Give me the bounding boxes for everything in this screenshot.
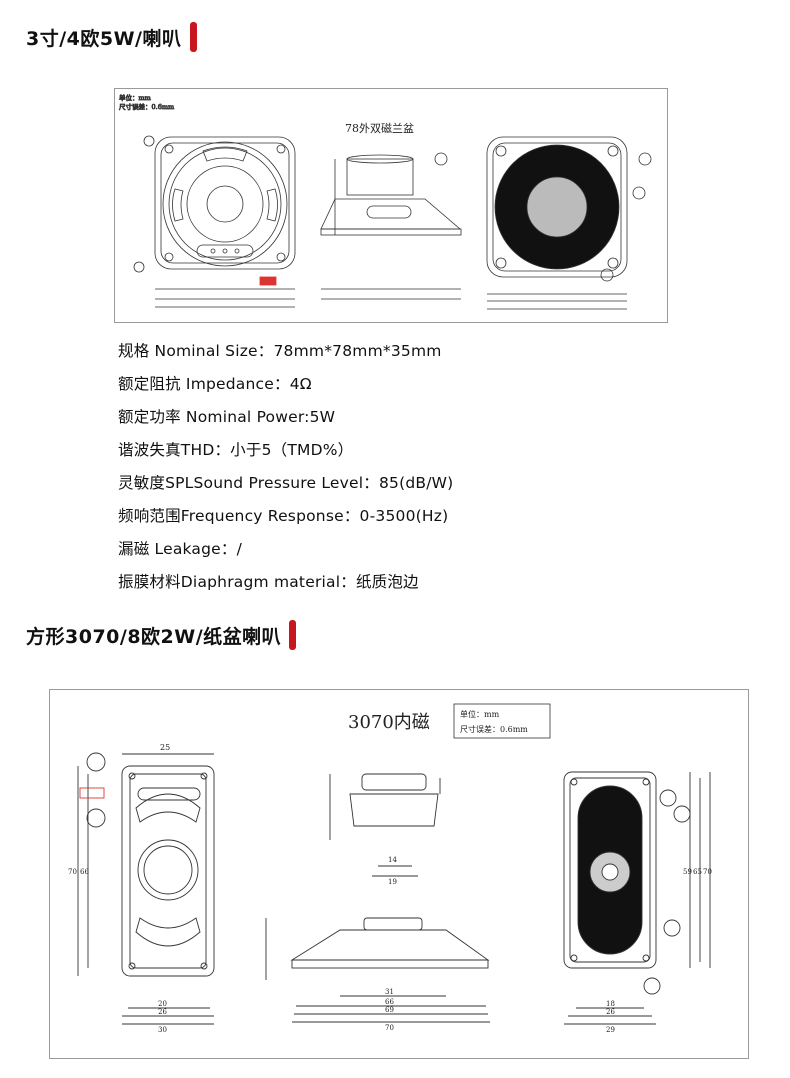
spec-item-thd: 谐波失真THD：小于5（TMD%）	[118, 441, 354, 459]
back-view	[486, 136, 652, 310]
spec-item-power: 额定功率 Nominal Power:5W	[118, 408, 336, 426]
front-view	[133, 135, 296, 308]
section-heading-2: 方形3070/8欧2W/纸盆喇叭	[26, 620, 297, 650]
section-heading-1: 3寸/4欧5W/喇叭	[26, 22, 197, 52]
drawing-title: 3070内磁	[348, 712, 430, 733]
tolerance-label: 尺寸误差：0.6mm	[119, 102, 174, 111]
front-view-3070: 25 70 66 20 26 30	[68, 743, 215, 1034]
svg-text:30: 30	[158, 1026, 167, 1034]
spec-item-spl: 灵敏度SPLSound Pressure Level：85(dB/W)	[118, 474, 454, 492]
spec-item-frequency: 频响范围Frequency Response：0-3500(Hz)	[118, 507, 449, 525]
technical-drawing-78: 单位：mm 尺寸误差：0.6mm 78外双磁兰盆	[114, 88, 668, 323]
svg-text:70: 70	[703, 868, 712, 876]
drawing-78-svg: 单位：mm 尺寸误差：0.6mm 78外双磁兰盆	[119, 93, 652, 310]
section-title: 3寸/4欧5W/喇叭	[26, 27, 182, 50]
svg-text:31: 31	[385, 988, 394, 996]
svg-text:59: 59	[683, 868, 692, 876]
svg-text:19: 19	[388, 878, 397, 886]
heading-accent-bar	[289, 620, 297, 650]
unit-label: 单位：mm	[460, 709, 500, 719]
side-view	[320, 152, 462, 300]
unit-label: 单位：mm	[119, 93, 151, 102]
back-view-3070: 59 65 70 18 26 29	[563, 771, 712, 1034]
side-view-3070: 14 19	[329, 773, 441, 886]
drawing-3070-svg: 3070内磁 单位：mm 尺寸误差：0.6mm 25 70 66	[68, 703, 712, 1034]
svg-text:25: 25	[160, 743, 170, 752]
spec-item-nominal-size: 规格 Nominal Size：78mm*78mm*35mm	[118, 342, 442, 360]
spec-item-impedance: 额定阻抗 Impedance：4Ω	[118, 375, 312, 393]
svg-text:14: 14	[388, 856, 397, 864]
svg-text:20: 20	[158, 1000, 167, 1008]
spec-list: 规格 Nominal Size：78mm*78mm*35mm 额定阻抗 Impe…	[118, 335, 453, 599]
svg-text:65: 65	[693, 868, 702, 876]
spec-item-diaphragm: 振膜材料Diaphragm material：纸质泡边	[118, 573, 419, 591]
svg-text:26: 26	[158, 1008, 167, 1016]
svg-text:18: 18	[606, 1000, 615, 1008]
spec-item-leakage: 漏磁 Leakage：/	[118, 540, 243, 558]
svg-text:70: 70	[385, 1024, 394, 1032]
svg-text:70: 70	[68, 868, 77, 876]
technical-drawing-3070: 3070内磁 单位：mm 尺寸误差：0.6mm 25 70 66	[49, 689, 749, 1059]
tolerance-label: 尺寸误差：0.6mm	[460, 724, 528, 734]
section-title: 方形3070/8欧2W/纸盆喇叭	[26, 625, 282, 648]
profile-view-3070: 31 66 69 70	[265, 917, 490, 1032]
heading-accent-bar	[189, 22, 197, 52]
svg-text:66: 66	[80, 868, 89, 876]
svg-text:29: 29	[606, 1026, 615, 1034]
drawing-title: 78外双磁兰盆	[345, 121, 414, 135]
svg-text:69: 69	[385, 1006, 394, 1014]
svg-text:26: 26	[606, 1008, 615, 1016]
svg-text:66: 66	[385, 998, 394, 1006]
